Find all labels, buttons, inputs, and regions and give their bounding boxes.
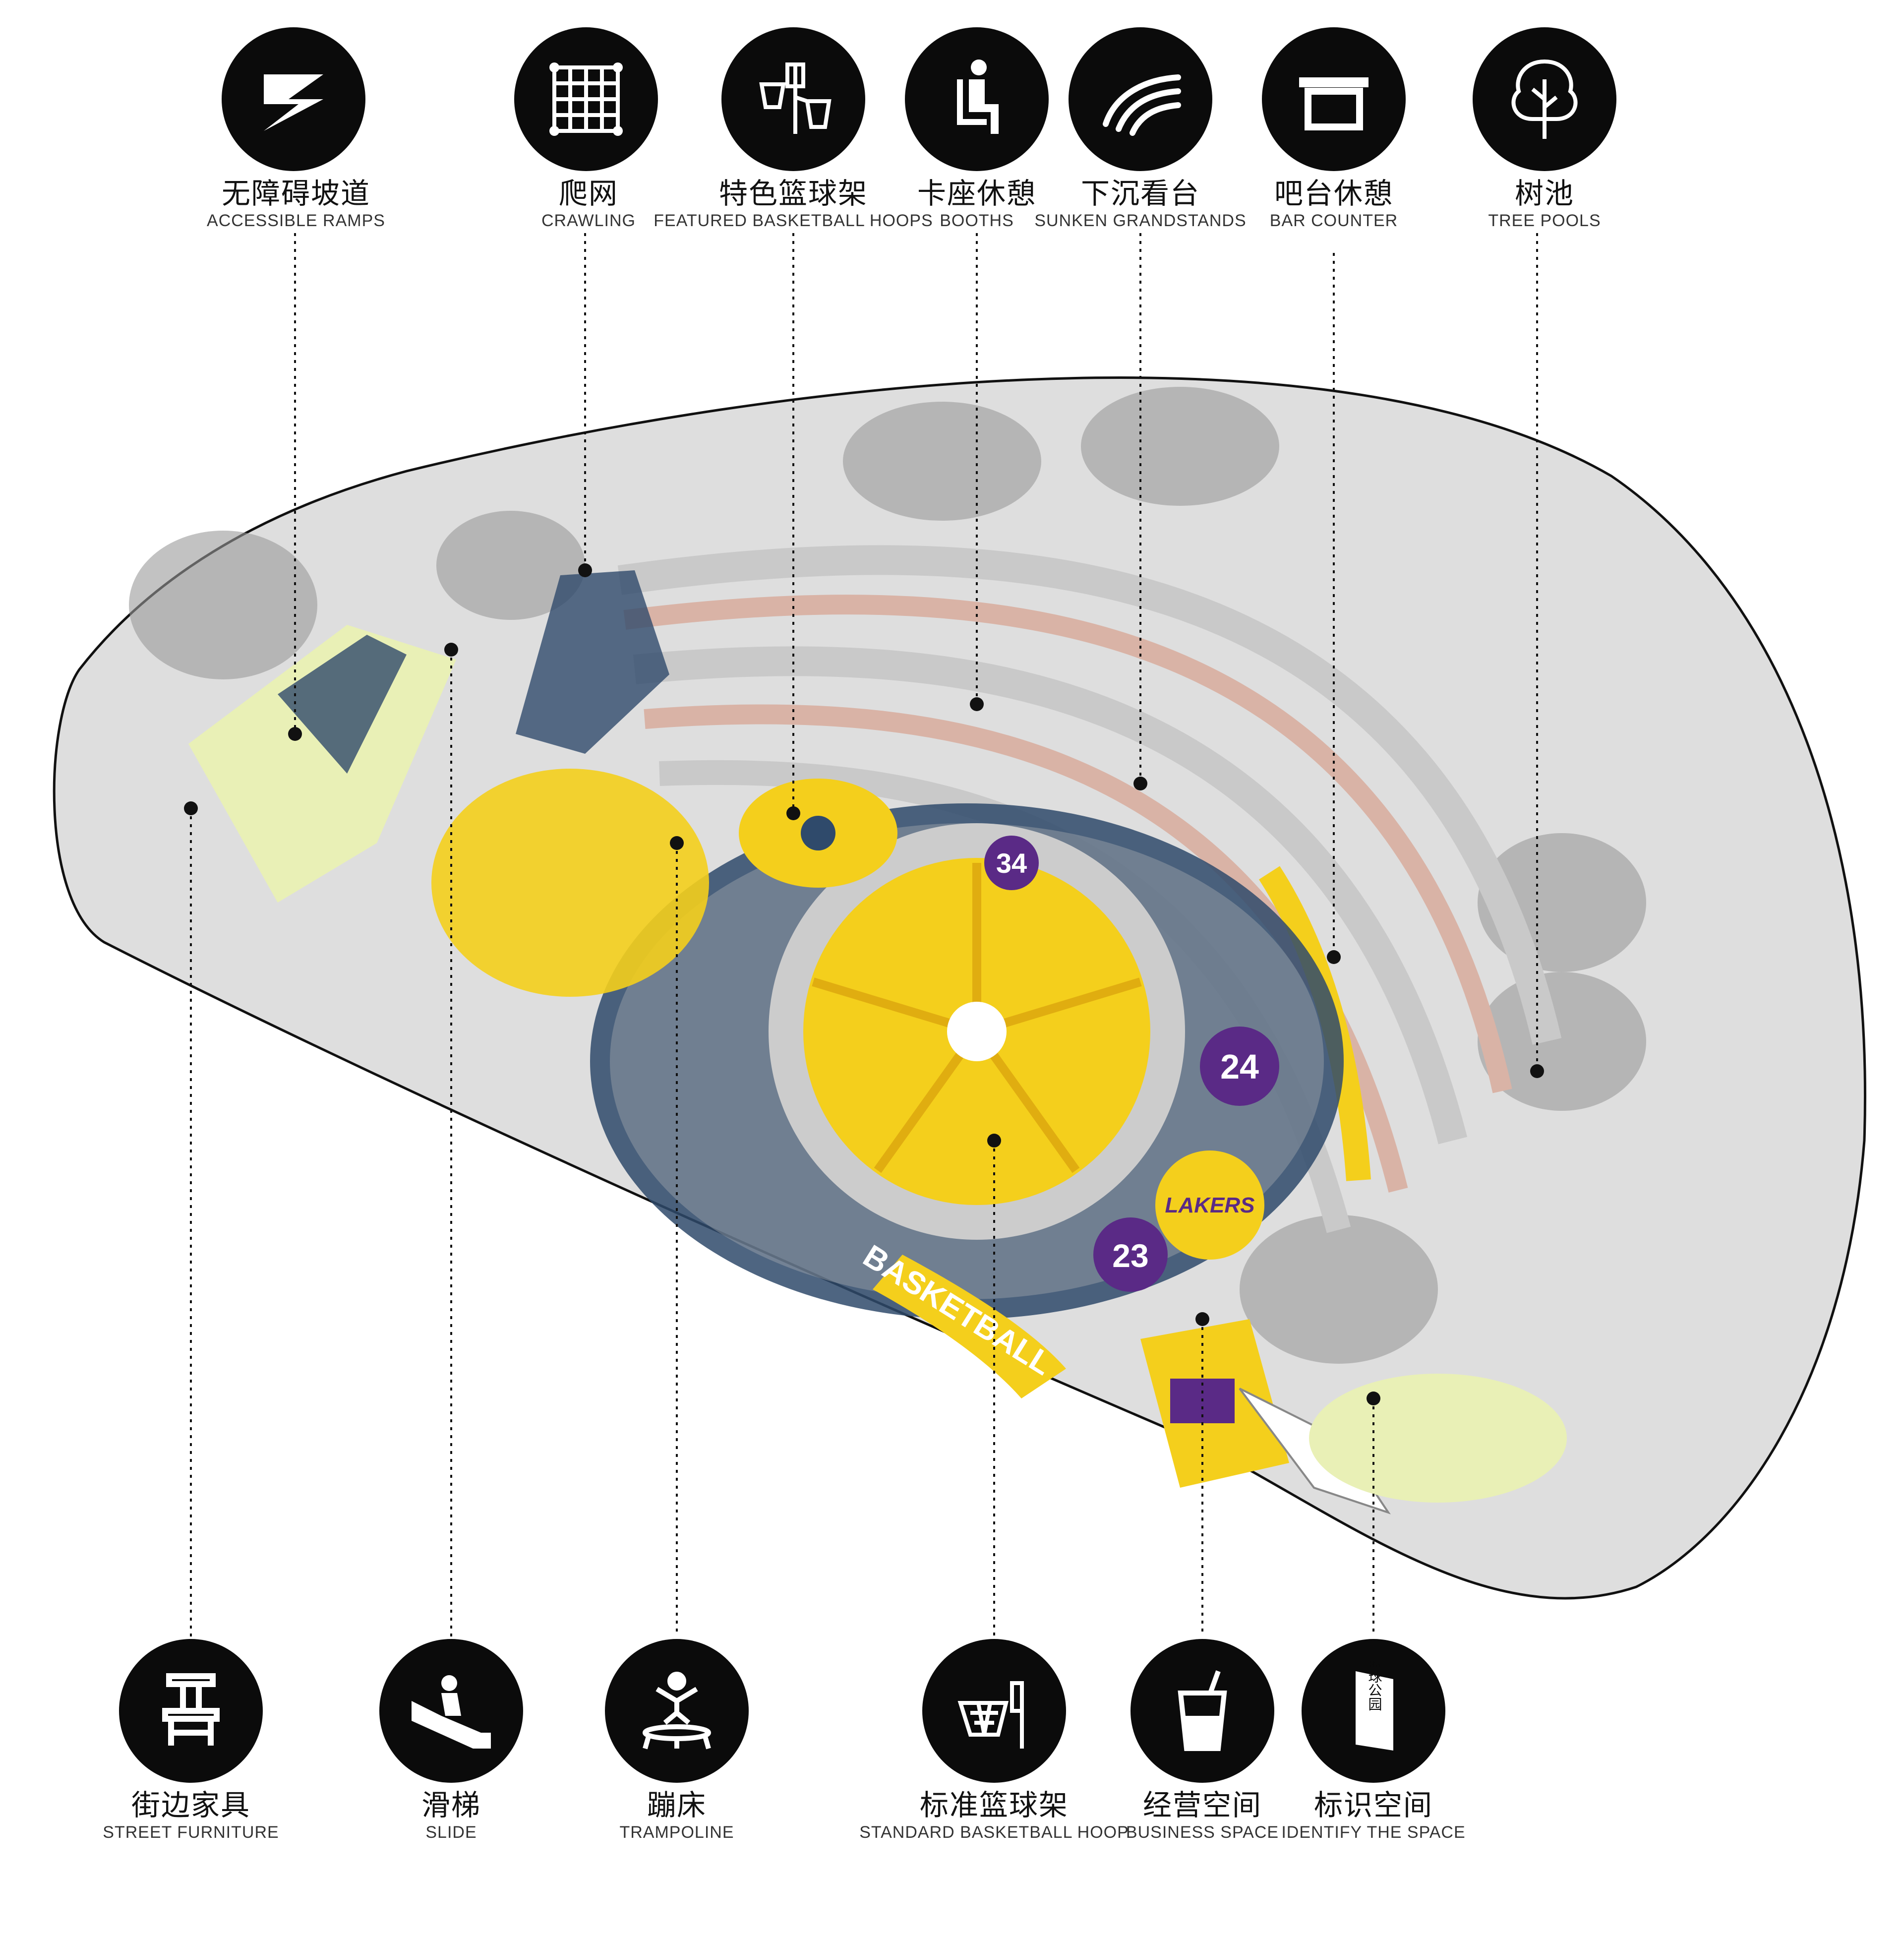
chair-icon	[119, 1639, 263, 1783]
leader-lines	[190, 233, 1538, 1636]
bar-counter-icon	[1262, 27, 1406, 171]
leader-dots	[184, 563, 1544, 1405]
wordmark-band	[873, 1255, 1066, 1398]
jersey-number-23: 23	[1112, 1237, 1148, 1274]
team-logo-text: LAKERS	[1165, 1193, 1255, 1217]
play-area	[431, 769, 709, 997]
crawling-net	[516, 570, 669, 754]
grandstand-icon	[1069, 27, 1212, 171]
standard-hoop-icon	[922, 1639, 1066, 1783]
drink-icon	[1130, 1639, 1274, 1783]
featured-hoop-icon	[721, 27, 865, 171]
trampoline-icon	[605, 1639, 749, 1783]
tree-icon	[1473, 27, 1616, 171]
net-icon	[514, 27, 658, 171]
jersey-number-34: 34	[996, 847, 1027, 879]
sign-icon: 篮球公园	[1302, 1639, 1445, 1783]
slide-icon	[379, 1639, 523, 1783]
jersey-circles: 34 24 23 LAKERS	[984, 836, 1279, 1292]
ramp-icon	[222, 27, 365, 171]
ramp-area	[188, 625, 456, 903]
seat-icon	[905, 27, 1049, 171]
sign-lettering: 篮球公园	[1367, 1661, 1383, 1711]
jersey-number-24: 24	[1220, 1047, 1259, 1086]
